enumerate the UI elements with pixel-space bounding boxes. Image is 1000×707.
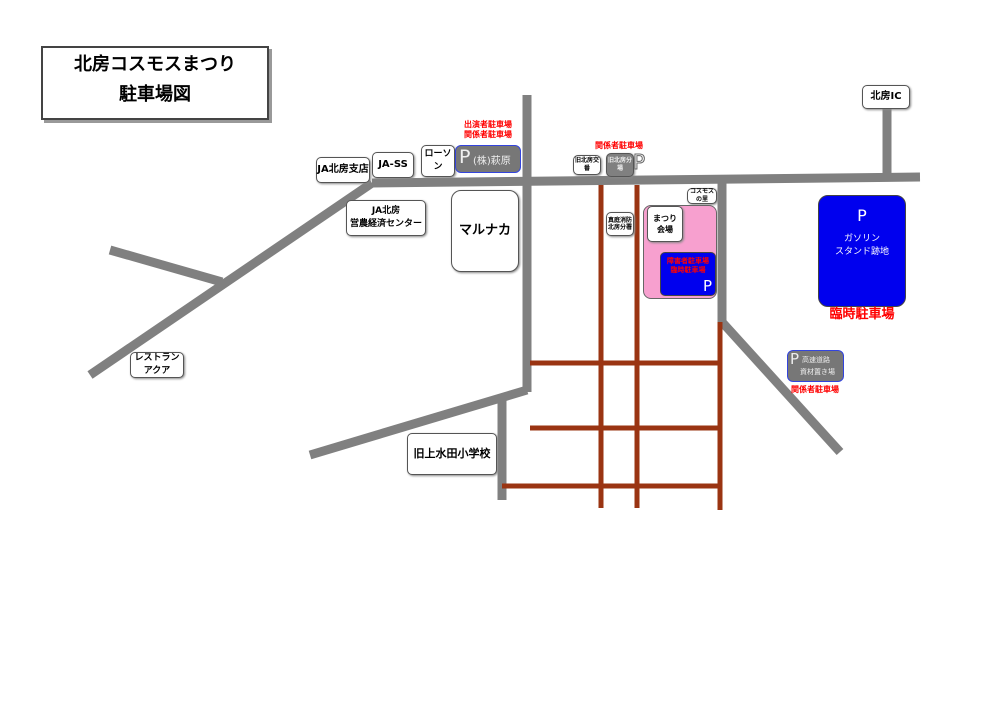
road-west-branch xyxy=(108,245,224,287)
parking-p-icon: P xyxy=(459,146,471,168)
label-venue: まつり会場 xyxy=(647,206,683,242)
label-lawson: ローソン xyxy=(421,145,455,177)
office-parking-caption: 関係者駐車場 xyxy=(595,141,643,150)
disabled-parking-label: 障害者駐車場臨時駐車場 xyxy=(667,257,709,274)
parking-p-icon: P xyxy=(702,277,712,295)
label-marunaka: マルナカ xyxy=(451,190,519,272)
parking-p-icon: P xyxy=(632,150,646,175)
label-ja-ss: JA-SS xyxy=(372,152,414,178)
label-ic: 北房IC xyxy=(862,85,910,109)
gas-station-parking: P ガソリン スタンド跡地 xyxy=(818,195,906,307)
main-road xyxy=(371,172,921,188)
label-ja-branch: JA北房支店 xyxy=(316,157,370,183)
parking-p-icon: P xyxy=(790,350,800,368)
disabled-parking: 障害者駐車場臨時駐車場 P xyxy=(660,252,716,296)
road-southeast xyxy=(718,318,844,456)
hagiwara-caption: 出演者駐車場関係者駐車場 xyxy=(464,120,512,139)
road-west xyxy=(87,179,375,379)
material-yard-parking: P 高速道路 資材置き場 xyxy=(787,350,844,382)
label-fire-station: 真庭消防北房分署 xyxy=(606,212,634,236)
label-police: 旧北房交番 xyxy=(573,155,601,175)
road-school xyxy=(308,385,529,460)
label-school: 旧上水田小学校 xyxy=(407,433,497,475)
hagiwara-parking: P (株)萩原 xyxy=(455,145,521,173)
label-branch-office: 旧北房分場 xyxy=(606,153,634,177)
material-yard-caption: 関係者駐車場 xyxy=(791,385,839,394)
map-title: 北房コスモスまつり 駐車場図 xyxy=(41,46,269,120)
parking-p-icon: P xyxy=(857,206,867,225)
gas-station-caption: 臨時駐車場 xyxy=(829,307,895,322)
label-ja-center: JA北房営農経済センター xyxy=(346,200,426,236)
label-cosmos-village: コスモスの里 xyxy=(687,188,717,204)
label-restaurant: レストラン アクア xyxy=(130,352,184,378)
